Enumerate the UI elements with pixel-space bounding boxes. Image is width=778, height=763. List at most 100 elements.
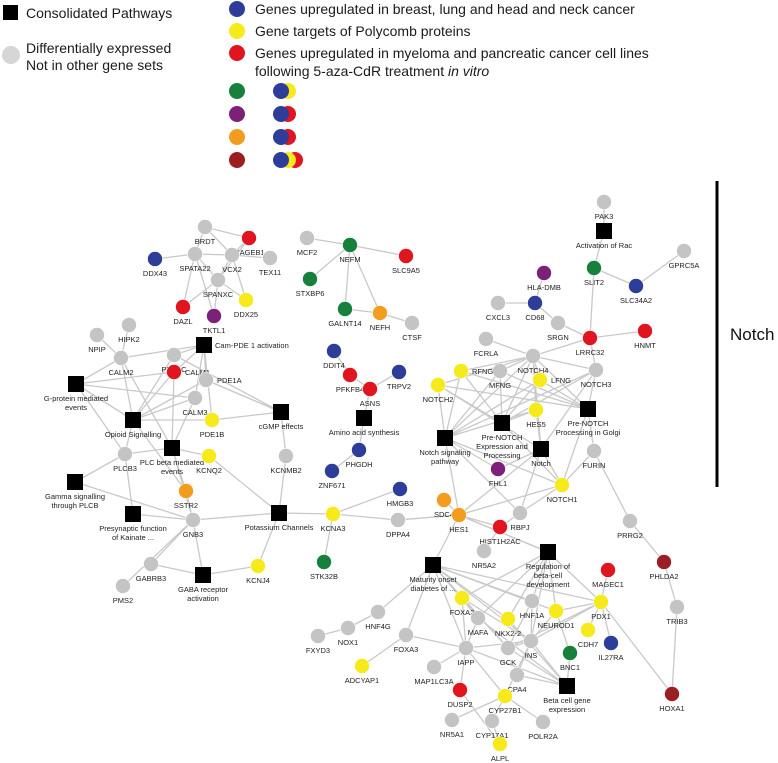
node-bnc1[interactable]: BNC1 <box>560 645 580 673</box>
node-nox1[interactable]: NOX1 <box>338 620 358 648</box>
node-fxyd3[interactable]: FXYD3 <box>306 628 330 656</box>
node-srgn[interactable]: SRGN <box>547 315 569 343</box>
node-hmgb3[interactable]: HMGB3 <box>387 481 414 509</box>
node-dppa4[interactable]: DPPA4 <box>386 512 410 540</box>
node-mafa[interactable]: MAFA <box>468 610 488 638</box>
node-gnb3[interactable]: GNB3 <box>183 512 203 540</box>
node-znf671[interactable]: ZNF671 <box>318 463 346 491</box>
node-nr5a2[interactable]: NR5A2 <box>472 543 496 571</box>
node-hnf4g[interactable]: HNF4G <box>365 604 391 632</box>
node-mageb1[interactable]: MAGEB1 <box>233 230 265 258</box>
node-nr5a1[interactable]: NR5A1 <box>440 712 464 740</box>
node-lfng[interactable]: LFNG <box>532 372 572 388</box>
node-galnt14[interactable]: GALNT14 <box>328 301 362 329</box>
node-opioid[interactable]: Opioid Signalling <box>105 412 161 439</box>
node-calm1[interactable]: CALM1 <box>166 364 211 380</box>
node-tktl1[interactable]: TKTL1 <box>203 308 226 336</box>
node-pms2[interactable]: PMS2 <box>113 578 133 606</box>
node-prrg2[interactable]: PRRG2 <box>617 513 643 541</box>
node-gprc5a[interactable]: GPRC5A <box>669 243 700 271</box>
node-notch3[interactable]: NOTCH3 <box>581 362 612 390</box>
node-spanxc[interactable]: SPANXC <box>203 272 234 300</box>
node-calm3[interactable]: CALM3 <box>182 390 208 418</box>
node-sstr2[interactable]: SSTR2 <box>174 483 198 511</box>
node-actrac[interactable]: Activation of Rac <box>576 223 633 250</box>
node-hoxa1[interactable]: HOXA1 <box>659 686 685 714</box>
node-hla-dmb[interactable]: HLA-DMB <box>527 265 561 293</box>
node-ins[interactable]: INS <box>523 633 539 661</box>
node-rbpj[interactable]: RBPJ <box>510 505 530 533</box>
node-hes5[interactable]: HES5 <box>526 402 546 430</box>
node-gck[interactable]: GCK <box>500 640 516 668</box>
node-ctsf[interactable]: CTSF <box>402 315 422 343</box>
node-kcnmb2[interactable]: KCNMB2 <box>270 448 302 476</box>
node-pde1a[interactable]: PDE1A <box>198 372 242 388</box>
node-brdt[interactable]: BRDT <box>195 219 216 247</box>
node-calm2[interactable]: CALM2 <box>108 350 134 378</box>
node-fhl1[interactable]: FHL1 <box>489 461 507 489</box>
node-notch2[interactable]: NOTCH2 <box>423 377 454 405</box>
node-hnmt[interactable]: HNMT <box>634 323 656 351</box>
node-kcnj4[interactable]: KCNJ4 <box>246 558 270 586</box>
node-cpa4[interactable]: CPA4 <box>507 667 527 695</box>
node-hnf1a[interactable]: HNF1A <box>520 593 545 621</box>
node-lrrc32[interactable]: LRRC32 <box>576 330 605 358</box>
node-notch1[interactable]: NOTCH1 <box>547 477 578 505</box>
node-cdh7[interactable]: CDH7 <box>578 622 598 650</box>
node-neurod1[interactable]: NEUROD1 <box>538 603 575 631</box>
node-polr2a[interactable]: POLR2A <box>528 714 558 742</box>
node-hipk2[interactable]: HIPK2 <box>118 317 140 345</box>
node-map1lc3a[interactable]: MAP1LC3A <box>414 659 454 687</box>
node-slc34a2[interactable]: SLC34A2 <box>620 278 652 306</box>
node-tex11[interactable]: TEX11 <box>259 250 281 278</box>
node-pfkfb4[interactable]: PFKFB4 <box>336 367 364 395</box>
node-spata22[interactable]: SPATA22 <box>179 246 211 274</box>
node-stxbp6[interactable]: STXBP6 <box>296 271 325 299</box>
node-k-chan[interactable]: Potassium Channels <box>245 505 314 532</box>
node-gabrb3[interactable]: GABRB3 <box>136 556 166 584</box>
node-plcb3[interactable]: PLCB3 <box>113 446 137 474</box>
node-fcrla[interactable]: FCRLA <box>474 331 499 359</box>
node-npip[interactable]: NPIP <box>88 327 106 355</box>
node-hist1h2ac[interactable]: HIST1H2AC <box>479 519 521 547</box>
node-trpv2[interactable]: TRPV2 <box>387 364 411 392</box>
node-nkx2-2[interactable]: NKX2-2 <box>495 611 521 639</box>
node-adcyap1[interactable]: ADCYAP1 <box>345 658 379 686</box>
node-notch4[interactable]: NOTCH4 <box>518 348 549 376</box>
node-trib3[interactable]: TRIB3 <box>666 599 688 627</box>
node-cgmp[interactable]: cGMP effects <box>259 404 304 431</box>
node-hes1[interactable]: HES1 <box>449 507 469 535</box>
node-phlda2[interactable]: PHLDA2 <box>649 554 679 582</box>
node-cyp27b1[interactable]: CYP27B1 <box>489 688 522 716</box>
node-stk32b[interactable]: STK32B <box>310 554 338 582</box>
node-ddx43[interactable]: DDX43 <box>143 251 167 279</box>
node-slit2[interactable]: SLIT2 <box>584 260 604 288</box>
node-cyp17a1[interactable]: CYP17A1 <box>476 713 509 741</box>
node-aminoacid[interactable]: Amino acid synthesis <box>329 410 400 437</box>
node-furin[interactable]: FURIN <box>583 443 606 471</box>
node-mfng[interactable]: MFNG <box>489 363 511 391</box>
node-ddx25[interactable]: DDX25 <box>234 292 258 320</box>
node-magec1[interactable]: MAGEC1 <box>592 562 624 590</box>
node-vcx2[interactable]: VCX2 <box>222 247 242 275</box>
node-alpl[interactable]: ALPL <box>491 736 509 763</box>
node-phgdh[interactable]: PHGDH <box>345 442 373 470</box>
node-cd68[interactable]: CD68 <box>525 295 545 323</box>
node-sdc4[interactable]: SDC4 <box>434 492 454 520</box>
node-pde1b[interactable]: PDE1B <box>200 412 225 440</box>
node-nefh[interactable]: NEFH <box>370 305 390 333</box>
node-pak3[interactable]: PAK3 <box>595 194 614 222</box>
node-kcnq2[interactable]: KCNQ2 <box>196 448 222 476</box>
node-notch[interactable]: Notch <box>531 441 551 468</box>
node-asns[interactable]: ASNS <box>360 381 380 409</box>
node-slc9a5[interactable]: SLC9A5 <box>392 248 420 276</box>
